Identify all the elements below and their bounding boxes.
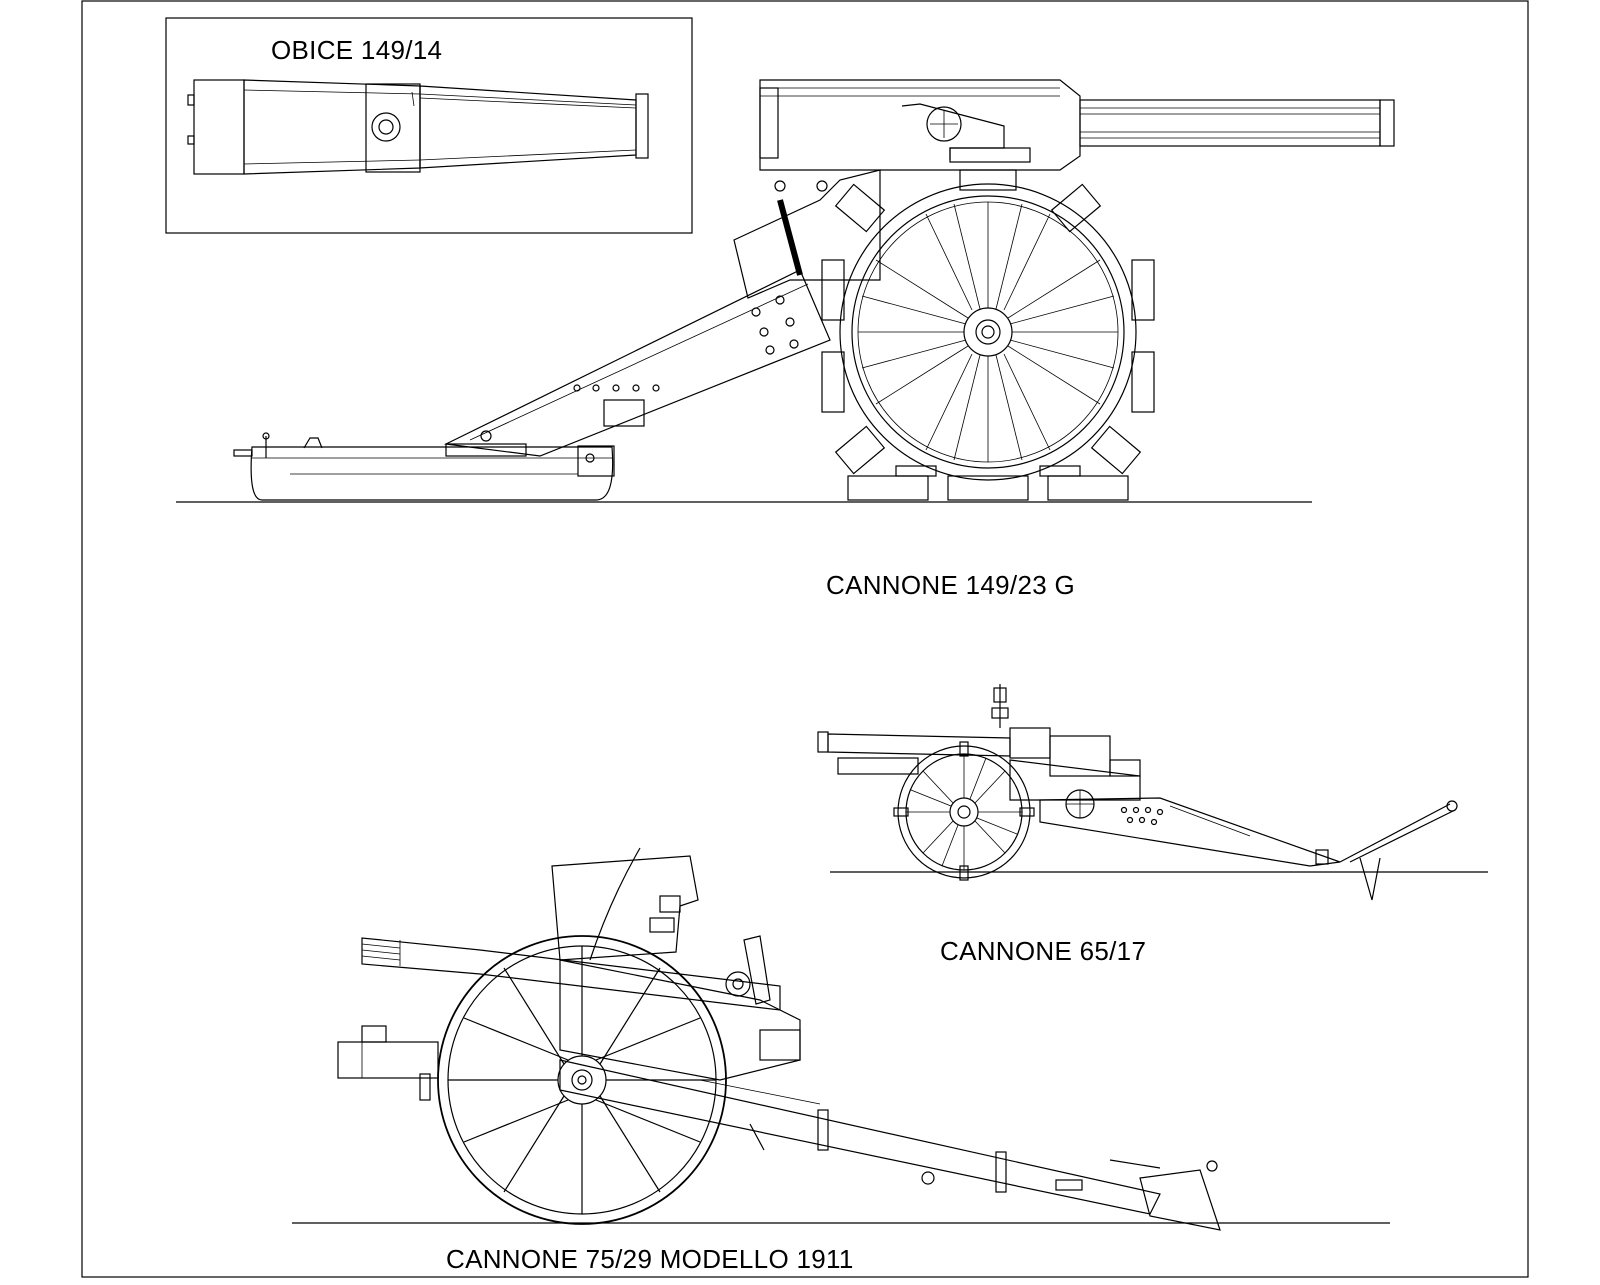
obice-label: OBICE 149/14 xyxy=(271,35,443,65)
barrel-65 xyxy=(827,733,1011,757)
trail-65 xyxy=(1039,797,1341,867)
girdle-plates xyxy=(821,169,1155,501)
inset-frame xyxy=(165,17,693,234)
cannone-65-17-drawing xyxy=(817,684,1488,901)
obice-barrel xyxy=(187,79,649,175)
cannone-75-29-label: CANNONE 75/29 MODELLO 1911 xyxy=(446,1244,854,1274)
sheet-frame xyxy=(81,0,1529,1278)
wheel-65 xyxy=(893,741,1035,881)
wheel-149 xyxy=(821,169,1155,501)
elevating-rack xyxy=(777,199,803,276)
shield-75 xyxy=(551,855,699,961)
obice-149-14-inset xyxy=(165,17,693,234)
trail-skid xyxy=(233,432,615,501)
cannone-149-23-g-drawing xyxy=(176,79,1395,503)
cannone-149-23-g-label: CANNONE 149/23 G xyxy=(826,570,1076,600)
trail-beam xyxy=(443,269,831,457)
carriage-cheek xyxy=(733,169,881,299)
barrel-75 xyxy=(361,937,781,1011)
cannone-75-29-drawing xyxy=(292,847,1390,1231)
wheel-75 xyxy=(437,935,727,1225)
cannone-65-17-label: CANNONE 65/17 xyxy=(940,936,1147,966)
barrel-149 xyxy=(759,79,1395,171)
trail-75 xyxy=(559,1059,1161,1215)
